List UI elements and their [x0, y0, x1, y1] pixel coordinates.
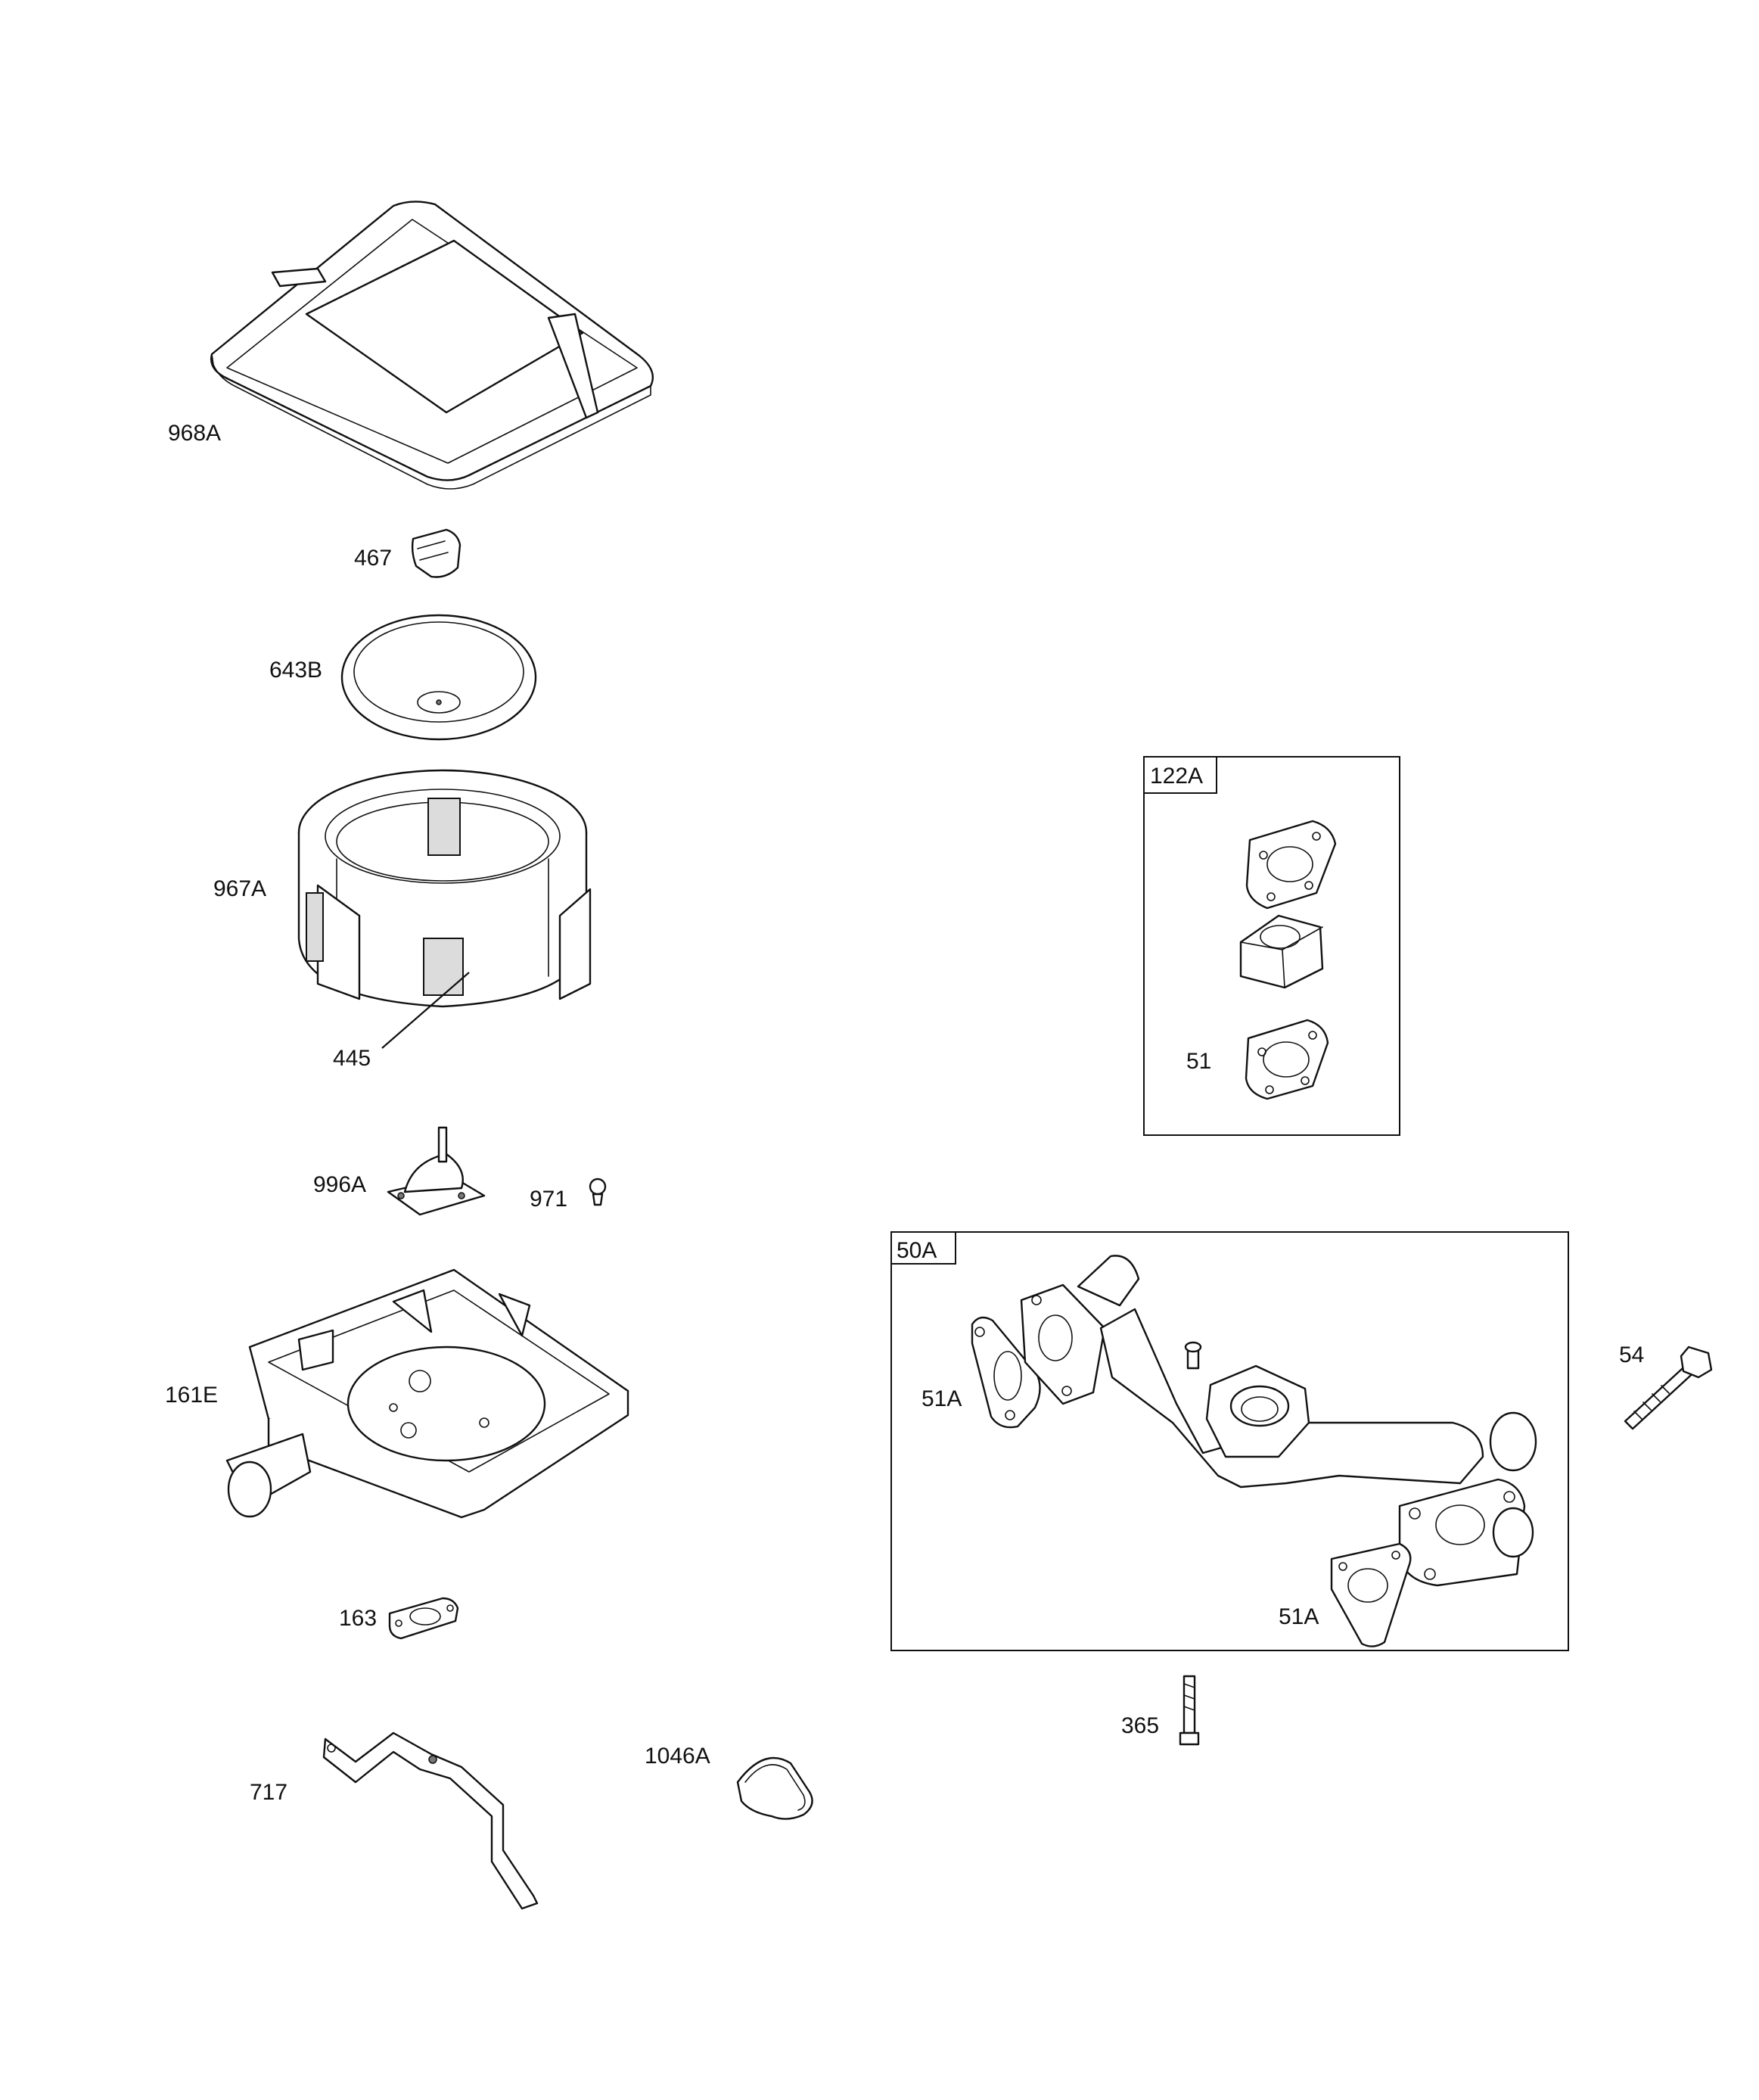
callout-467: 467 — [354, 546, 392, 571]
callout-1046a: 1046A — [645, 1744, 710, 1769]
callout-971: 971 — [530, 1187, 567, 1212]
callout-161e: 161E — [165, 1383, 218, 1408]
knob-467 — [411, 528, 462, 578]
kit-box-122a — [1143, 756, 1400, 1136]
gasket-163 — [388, 1597, 459, 1640]
gasket-51a-right — [1330, 1542, 1412, 1647]
callout-967a: 967A — [213, 876, 266, 901]
kit-label-box-50a — [890, 1231, 956, 1265]
spacer-122a — [1239, 914, 1324, 989]
breather-996a — [387, 1126, 486, 1216]
air-filter-967a — [297, 769, 592, 1008]
seal-1046a — [736, 1756, 813, 1820]
callout-51a-right: 51A — [1279, 1604, 1319, 1629]
intake-manifold-50a — [1020, 1255, 1537, 1587]
callout-50a: 50A — [897, 1238, 937, 1263]
leader-445 — [381, 972, 470, 1049]
callout-122a: 122A — [1150, 764, 1203, 789]
callout-163: 163 — [339, 1606, 377, 1631]
callout-968a: 968A — [168, 421, 221, 446]
stud-365 — [1179, 1675, 1200, 1746]
kit-box-50a — [890, 1231, 1569, 1651]
gasket-51 — [1245, 1019, 1329, 1100]
screw-971 — [589, 1178, 607, 1206]
bolt-54 — [1624, 1346, 1713, 1430]
callout-445: 445 — [333, 1046, 371, 1071]
gasket-top-122a — [1245, 820, 1337, 910]
gasket-51a-left — [971, 1316, 1041, 1429]
callout-643b: 643B — [269, 658, 322, 683]
kit-label-box-122a — [1143, 756, 1217, 794]
callout-51: 51 — [1186, 1049, 1211, 1074]
callout-996a: 996A — [313, 1172, 366, 1197]
bracket-717 — [322, 1731, 539, 1910]
callout-54: 54 — [1619, 1342, 1644, 1367]
air-cleaner-base-161e — [225, 1268, 629, 1519]
callout-717: 717 — [250, 1780, 287, 1805]
callout-51a-left: 51A — [921, 1386, 962, 1411]
air-cleaner-cover-968a — [210, 201, 654, 490]
callout-365: 365 — [1121, 1713, 1159, 1738]
pre-cleaner-643b — [340, 614, 537, 741]
